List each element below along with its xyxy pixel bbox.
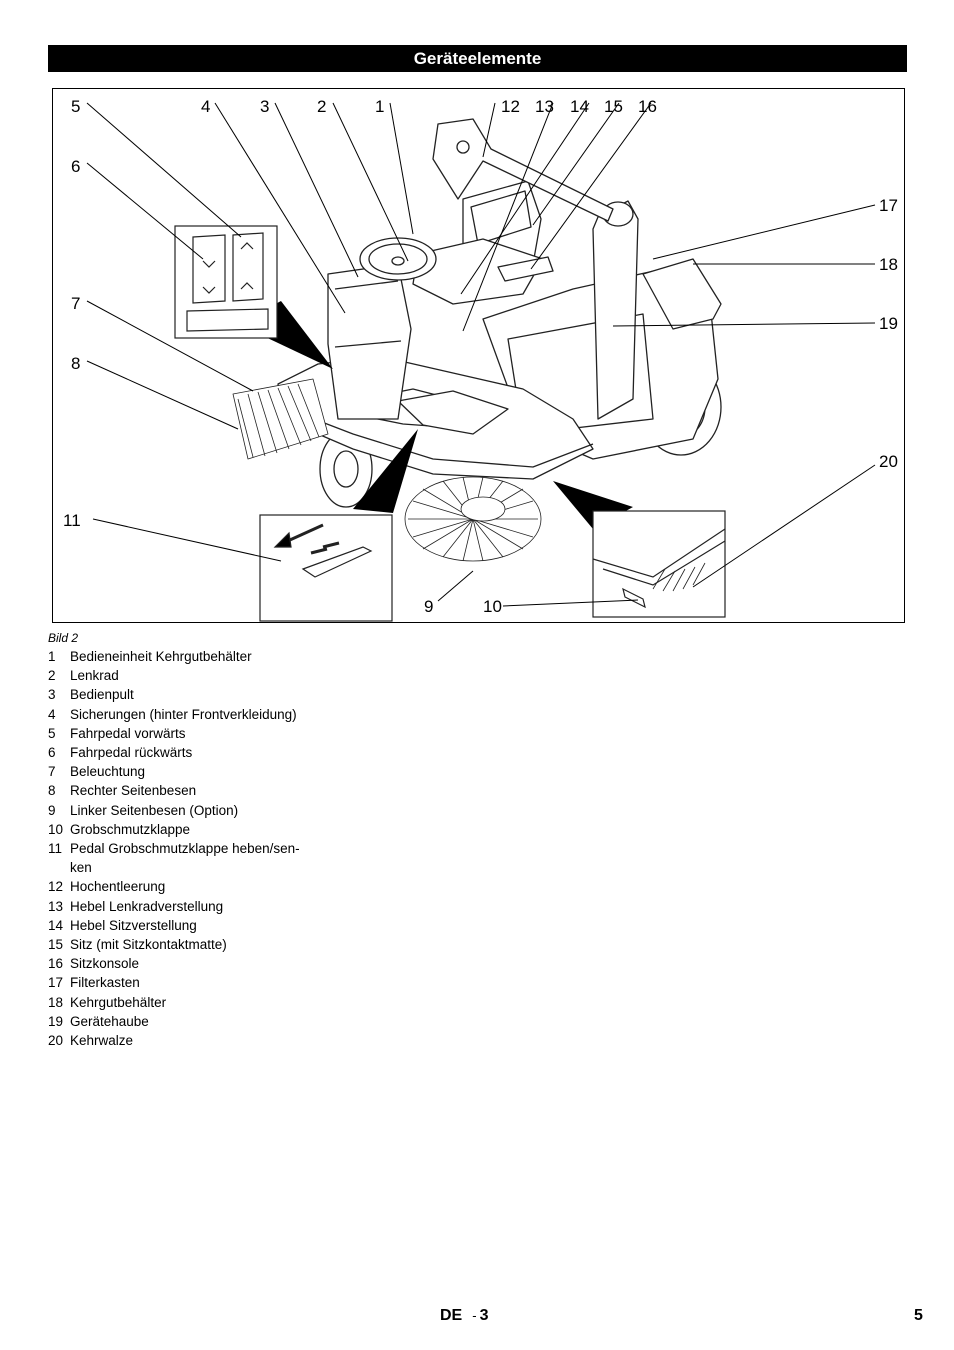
- callout-18: 18: [879, 255, 898, 274]
- figure-caption: Bild 2: [48, 631, 79, 645]
- callout-17: 17: [879, 196, 898, 215]
- callout-8: 8: [71, 354, 81, 373]
- sweeper-illustration: [86, 102, 876, 622]
- callout-12: 12: [501, 97, 520, 116]
- language-code: DE: [440, 1307, 463, 1324]
- section-page: 3: [479, 1307, 489, 1324]
- section-title: Geräteelemente: [48, 45, 907, 72]
- inset-flap-pedal: [259, 514, 393, 622]
- footer-language: DE-3: [440, 1307, 488, 1325]
- callout-6: 6: [71, 157, 81, 176]
- callout-2: 2: [317, 97, 327, 116]
- callout-9: 9: [424, 597, 434, 616]
- callout-10: 10: [483, 597, 502, 616]
- callout-16: 16: [638, 97, 657, 116]
- callout-15: 15: [604, 97, 623, 116]
- callout-7: 7: [71, 294, 81, 313]
- machine-diagram: 5 4 3 2 1 12 13 14 15 16 6 7 8 11 17 18 …: [52, 88, 905, 623]
- callout-20: 20: [879, 452, 898, 471]
- callout-1: 1: [375, 97, 385, 116]
- callout-19: 19: [879, 314, 898, 333]
- callout-5: 5: [71, 97, 81, 116]
- callout-11: 11: [63, 511, 81, 530]
- page-number: 5: [914, 1307, 923, 1324]
- footer-separator: -: [472, 1308, 477, 1323]
- callout-14: 14: [570, 97, 589, 116]
- inset-pedals: [174, 225, 278, 339]
- callout-13: 13: [535, 97, 554, 116]
- inset-roller: [592, 510, 726, 618]
- callout-4: 4: [201, 97, 211, 116]
- callout-3: 3: [260, 97, 270, 116]
